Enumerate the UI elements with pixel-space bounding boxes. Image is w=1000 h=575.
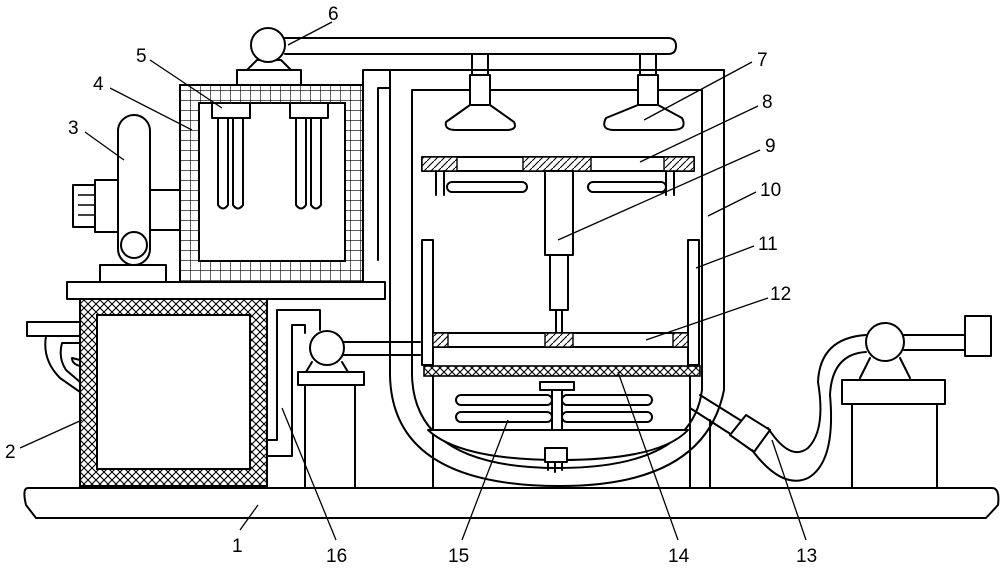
callout-12: 12 [770, 284, 791, 305]
callout-13: 13 [796, 546, 817, 567]
support-shelf [66, 281, 386, 300]
left-tank [26, 297, 268, 487]
cylinder-rod [544, 170, 574, 334]
side-guides [421, 239, 700, 366]
callout-6: 6 [328, 4, 339, 25]
middle-pump [297, 330, 421, 489]
base-plate [23, 487, 1000, 519]
callout-7: 7 [757, 50, 768, 71]
bottom-stirrer [427, 381, 689, 473]
callout-16: 16 [326, 546, 347, 567]
callout-5: 5 [136, 46, 147, 67]
callout-2: 2 [5, 442, 16, 463]
callout-9: 9 [765, 136, 776, 157]
top-fan [236, 27, 677, 86]
callout-14: 14 [668, 546, 690, 567]
filter-screen [423, 365, 701, 377]
callout-8: 8 [762, 92, 773, 113]
callout-1: 1 [232, 536, 243, 557]
callout-10: 10 [760, 180, 781, 201]
perforated-plate [421, 156, 695, 196]
callout-11: 11 [758, 234, 778, 255]
callout-3: 3 [68, 118, 79, 139]
heating-box [179, 84, 364, 283]
spray-nozzles [444, 74, 685, 131]
press-plate [432, 332, 689, 348]
callout-labels: 1 2 3 4 5 6 7 8 9 10 11 12 13 14 15 16 [5, 4, 817, 567]
leader-lines [19, 21, 807, 541]
callout-15: 15 [448, 546, 469, 567]
outlet-pipe [689, 315, 992, 489]
connecting-pipe [266, 69, 391, 457]
callout-4: 4 [93, 74, 104, 95]
blower-motor [72, 114, 181, 283]
